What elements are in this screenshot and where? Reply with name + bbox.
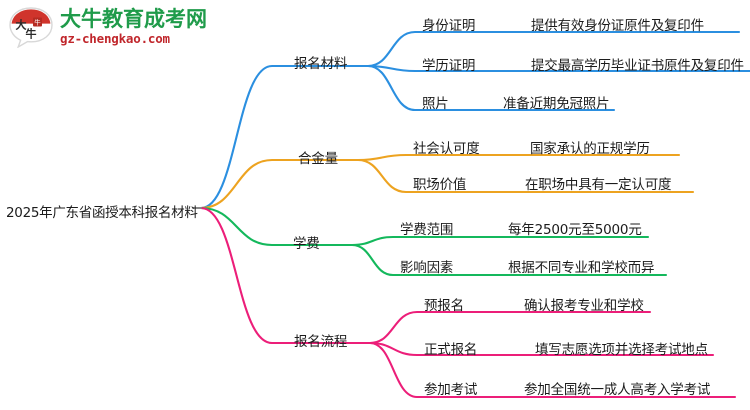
branch-label-1[interactable]: 报名材料 bbox=[294, 56, 348, 72]
logo-mark-icon: 牛 大 牛 bbox=[8, 6, 54, 49]
leaf-label-2-1[interactable]: 社会认可度 bbox=[413, 141, 480, 157]
site-logo: 牛 大 牛 大牛教育成考网 gz-chengkao.com bbox=[8, 6, 207, 49]
svg-text:牛: 牛 bbox=[26, 27, 37, 41]
logo-title: 大牛教育成考网 bbox=[60, 6, 207, 31]
leaf-label-4-1[interactable]: 预报名 bbox=[424, 298, 464, 314]
svg-text:大: 大 bbox=[16, 18, 27, 32]
branch-label-3[interactable]: 学费 bbox=[293, 236, 320, 252]
leaf-label-1-1[interactable]: 身份证明 bbox=[422, 18, 476, 34]
leaf-label-2-2[interactable]: 职场价值 bbox=[413, 177, 467, 193]
leaf-desc-4-2-text[interactable]: 填写志愿选项并选择考试地点 bbox=[535, 342, 708, 358]
leaf-label-1-3[interactable]: 照片 bbox=[422, 96, 449, 112]
leaf-desc-1-3[interactable]: 准备近期免冠照片 bbox=[503, 96, 610, 112]
leaf-desc-1-1[interactable]: 提供有效身份证原件及复印件 bbox=[531, 18, 704, 34]
svg-text:牛: 牛 bbox=[34, 18, 41, 27]
leaf-label-1-2[interactable]: 学历证明 bbox=[422, 58, 476, 74]
leaf-desc-4-1[interactable]: 确认报考专业和学校 bbox=[524, 298, 644, 314]
leaf-desc-3-1[interactable]: 每年2500元至5000元 bbox=[508, 222, 642, 238]
leaf-desc-1-2[interactable]: 提交最高学历毕业证书原件及复印件 bbox=[531, 58, 744, 74]
leaf-desc-4-3[interactable]: 参加全国统一成人高考入学考试 bbox=[524, 382, 711, 398]
leaf-desc-2-2[interactable]: 在职场中具有一定认可度 bbox=[525, 177, 672, 193]
leaf-label-4-3[interactable]: 参加考试 bbox=[424, 382, 478, 398]
leaf-desc-3-2[interactable]: 根据不同专业和学校而异 bbox=[508, 260, 655, 276]
logo-domain: gz-chengkao.com bbox=[60, 30, 170, 46]
branch-label-2[interactable]: 合金量 bbox=[298, 151, 338, 167]
mindmap-root-label[interactable]: 2025年广东省函授本科报名材料 bbox=[6, 205, 198, 221]
leaf-label-3-1[interactable]: 学费范围 bbox=[400, 222, 454, 238]
leaf-label-3-2[interactable]: 影响因素 bbox=[400, 260, 454, 276]
leaf-desc-2-1[interactable]: 国家承认的正规学历 bbox=[530, 141, 650, 157]
branch-label-4[interactable]: 报名流程 bbox=[294, 334, 348, 350]
leaf-label-4-2[interactable]: 正式报名 bbox=[424, 342, 478, 358]
